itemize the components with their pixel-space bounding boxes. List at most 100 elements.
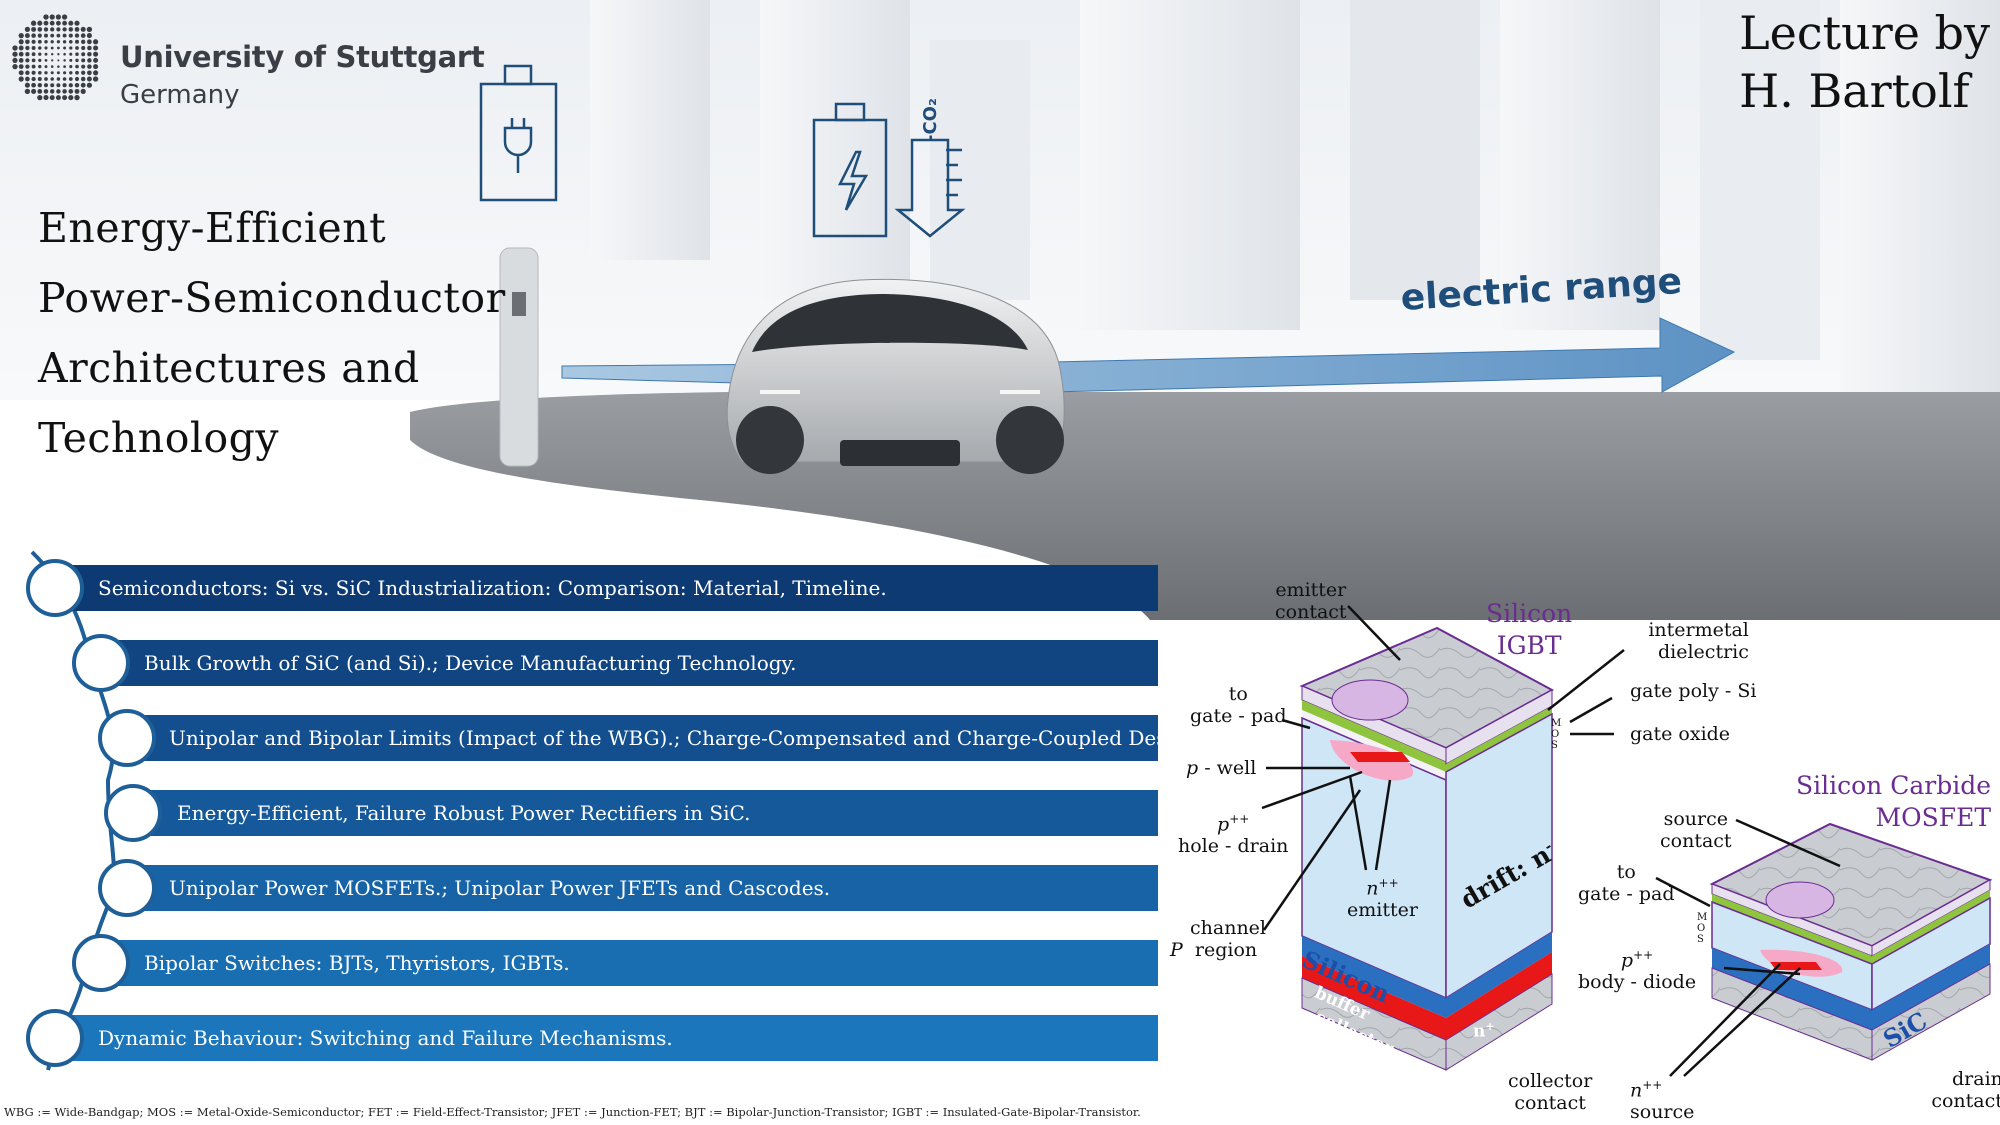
mosfet-body-diode-text: body - diode [1578, 971, 1697, 994]
igbt-ppp-symbol: p [1217, 813, 1230, 836]
igbt-channel-line-2: region [1194, 939, 1258, 961]
igbt-n-emitter-symbol: n [1366, 877, 1379, 900]
svg-text:-CO₂: -CO₂ [920, 98, 941, 142]
igbt-structure [1299, 626, 1555, 1071]
mosfet-source-text: source [1630, 1101, 1695, 1124]
igbt-mos-m: M [1551, 718, 1562, 729]
mosfet-title: Silicon Carbide MOSFET [1796, 770, 1991, 834]
mosfet-n-source-sup: ++ [1642, 1078, 1663, 1092]
mosfet-n-source-symbol: n [1630, 1079, 1643, 1102]
igbt-n-emitter-text: emitter [1347, 899, 1418, 922]
mosfet-to-gate-pad-line-2: gate - pad [1578, 883, 1675, 905]
igbt-intermetal-label: intermetal dielectric [1628, 619, 1749, 663]
title-line-2: Power-Semiconductor [38, 274, 506, 322]
university-name: University of Stuttgart [120, 40, 485, 74]
city-background [590, 0, 2000, 400]
abbreviations-footnote: WBG := Wide-Bandgap; MOS := Metal-Oxide-… [4, 1105, 1141, 1119]
mosfet-title-line-1: Silicon Carbide [1796, 771, 1991, 800]
igbt-intermetal-line-2: dielectric [1658, 641, 1749, 663]
igbt-mos-label: M O S [1551, 718, 1561, 751]
mosfet-mos-o: O [1697, 923, 1706, 934]
agenda-bullet-3 [98, 709, 156, 767]
agenda-bar-3[interactable]: Unipolar and Bipolar Limits (Impact of t… [124, 715, 1215, 761]
igbt-title-line-2: IGBT [1496, 631, 1562, 660]
igbt-n-plus-symbol: n [1473, 1021, 1486, 1042]
agenda-bar-5[interactable]: Unipolar Power MOSFETs.; Unipolar Power … [124, 865, 1158, 911]
title-line-4: Technology [38, 414, 280, 462]
sic-mosfet-structure [1709, 822, 1993, 1061]
agenda-item-6-label: Bipolar Switches: BJTs, Thyristors, IGBT… [144, 951, 570, 975]
mosfet-source-contact-line-1: source [1663, 808, 1728, 830]
agenda-bullet-1 [26, 559, 84, 617]
lecture-author: Lecture by H. Bartolf [1739, 4, 1990, 120]
igbt-hole-drain-label: p++ hole - drain [1178, 808, 1288, 857]
mosfet-ppp-sup: ++ [1633, 948, 1654, 962]
mosfet-drain-contact-line-1: drain [1952, 1068, 2000, 1090]
agenda-item-5-label: Unipolar Power MOSFETs.; Unipolar Power … [169, 876, 831, 900]
igbt-hole-drain-text: hole - drain [1178, 835, 1289, 858]
igbt-channel-label: channel P region [1170, 917, 1266, 961]
battery-charge-icon [812, 102, 888, 238]
hero-banner: -CO₂ University of Stuttgart Germany Lec… [0, 0, 2000, 620]
igbt-p-well-text: - well [1198, 757, 1257, 779]
igbt-mos-o: O [1551, 729, 1560, 740]
title-line-1: Energy-Efficient [38, 204, 387, 252]
diagram-leader-lines [1261, 605, 1841, 1077]
mosfet-mos-m: M [1697, 912, 1708, 923]
igbt-collector-contact-line-2: contact [1514, 1092, 1586, 1114]
agenda-item-7-label: Dynamic Behaviour: Switching and Failure… [98, 1026, 673, 1050]
igbt-intermetal-line-1: intermetal [1648, 619, 1749, 641]
mosfet-n-source-label: n++ source [1630, 1074, 1694, 1123]
title-line-3: Architectures and [38, 344, 420, 392]
mosfet-source-contact-label: source contact [1660, 808, 1732, 852]
car-illustration [726, 278, 1065, 474]
mosfet-source-contact-line-2: contact [1660, 830, 1732, 852]
igbt-gate-oxide-label: gate oxide [1630, 723, 1731, 745]
mosfet-body-diode-label: p++ body - diode [1578, 944, 1696, 993]
agenda-item-4-label: Energy-Efficient, Failure Robust Power R… [177, 801, 751, 825]
igbt-n-plus-sup: + [1485, 1020, 1495, 1033]
battery-plug-icon [479, 64, 558, 202]
charging-station-icon [499, 247, 539, 467]
lecture-line-2: H. Bartolf [1739, 64, 1970, 118]
agenda-item-2-label: Bulk Growth of SiC (and Si).; Device Man… [144, 651, 797, 675]
agenda-bar-2[interactable]: Bulk Growth of SiC (and Si).; Device Man… [98, 640, 1158, 686]
agenda-bullet-6 [72, 934, 130, 992]
igbt-p-well-symbol: p [1186, 757, 1199, 779]
igbt-to-gate-pad-line-1: to [1228, 683, 1248, 705]
mosfet-mos-label: M O S [1697, 912, 1707, 945]
mosfet-mos-s: S [1697, 934, 1704, 945]
igbt-to-gate-pad-label: to gate - pad [1190, 683, 1287, 727]
agenda-bullet-4 [104, 784, 162, 842]
igbt-title: Silicon IGBT [1486, 598, 1572, 662]
mosfet-drain-contact-line-2: contact [1931, 1090, 2000, 1112]
igbt-collector-contact-label: collector contact [1508, 1070, 1592, 1114]
igbt-emitter-contact-label: emitter contact [1275, 579, 1347, 623]
agenda-item-3-label: Unipolar and Bipolar Limits (Impact of t… [169, 726, 1216, 750]
device-cross-section-diagram [1261, 605, 1993, 1077]
igbt-mos-s: S [1551, 740, 1558, 751]
agenda-bullet-5 [98, 859, 156, 917]
agenda-bullet-2 [72, 634, 130, 692]
igbt-p-well-label: p - well [1186, 757, 1256, 779]
mosfet-ppp-symbol: p [1620, 949, 1634, 972]
university-logo-icon [12, 14, 99, 101]
mosfet-to-gate-pad-line-1: to [1616, 861, 1636, 883]
igbt-channel-symbol: P [1170, 939, 1183, 961]
mosfet-title-line-2: MOSFET [1875, 803, 1992, 832]
igbt-ppp-sup: ++ [1229, 812, 1250, 826]
igbt-n-emitter-sup: ++ [1378, 876, 1399, 890]
igbt-channel-line-1: channel [1190, 917, 1266, 939]
agenda-item-1-label: Semiconductors: Si vs. SiC Industrializa… [98, 576, 887, 600]
igbt-p-plus-label: p+ [1473, 1043, 1494, 1070]
igbt-emitter-contact-line-2: contact [1275, 601, 1347, 623]
agenda-bar-4[interactable]: Energy-Efficient, Failure Robust Power R… [130, 790, 1158, 836]
agenda-bar-6[interactable]: Bipolar Switches: BJTs, Thyristors, IGBT… [98, 940, 1158, 986]
igbt-p-plus-sup: + [1484, 1047, 1495, 1060]
igbt-n-plus-label: n+ [1473, 1016, 1495, 1043]
co2-reduction-icon: -CO₂ [894, 98, 966, 238]
igbt-to-gate-pad-line-2: gate - pad [1190, 705, 1287, 727]
agenda-bar-7[interactable]: Dynamic Behaviour: Switching and Failure… [50, 1015, 1158, 1061]
igbt-gate-poly-label: gate poly - Si [1630, 680, 1757, 702]
agenda-bar-1[interactable]: Semiconductors: Si vs. SiC Industrializa… [50, 565, 1158, 611]
